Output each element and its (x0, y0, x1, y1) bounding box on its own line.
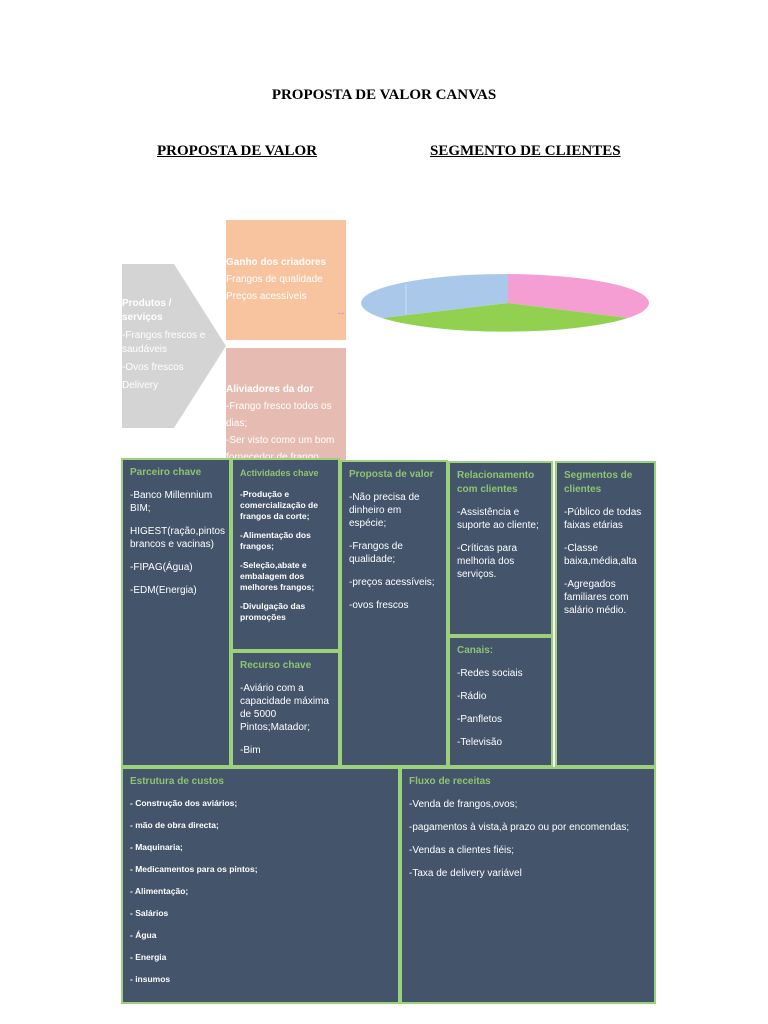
cost-structure-card: Estrutura de custos - Construção dos avi… (121, 767, 400, 1004)
customer-segments-card: Segmentos de clientes -Público de todas … (555, 461, 656, 767)
page-title: PROPOSTA DE VALOR CANVAS (271, 87, 497, 103)
pie-slice-blue (361, 273, 508, 318)
cost-structure-item: - Salários (130, 908, 169, 918)
customer-segments-item: -Classe baixa,média,alta (564, 543, 637, 567)
customer-segment-heading: SEGMENTO DE CLIENTES (430, 143, 621, 159)
revenue-streams-item: -pagamentos à vista,à prazo ou por encom… (409, 822, 630, 833)
customer-relationships-title: Relacionamento com clientes (457, 470, 535, 495)
value-proposition-title: Proposta de valor (349, 469, 434, 480)
key-resources-title: Recurso chave (240, 660, 312, 671)
products-services-block: Produtos / serviços -Frangos frescos e s… (122, 297, 212, 397)
channels-item: -Rádio (457, 691, 487, 702)
key-resources-item: -Bim (240, 745, 261, 756)
key-resources-card: Recurso chave -Aviário com a capacidade … (231, 651, 340, 767)
cost-structure-item: - Alimentação; (130, 886, 189, 896)
key-partners-item: -Banco Millennium BIM; (130, 490, 213, 514)
channels-item: -Redes sociais (457, 668, 523, 679)
channels-title: Canais: (457, 645, 494, 656)
key-activities-item: -Produção e comercialização de frangos d… (240, 489, 318, 521)
value-proposition-heading: PROPOSTA DE VALOR (157, 143, 318, 159)
cost-structure-item: - Água (130, 930, 157, 940)
key-partners-item: HIGEST(ração,pintos brancos e vacinas) (130, 526, 226, 550)
pain-relievers-title: Aliviadores da dor (226, 384, 314, 395)
revenue-streams-item: -Vendas a clientes fiéis; (409, 845, 515, 856)
revenue-streams-item: -Taxa de delivery variável (409, 868, 522, 879)
key-resources-item: -Aviário com a capacidade máxima de 5000… (240, 683, 329, 733)
cost-structure-title: Estrutura de custos (130, 776, 224, 787)
pie-slice-pink (508, 274, 649, 318)
customer-segments-item: -Agregados familiares com salário médio. (564, 579, 629, 616)
pain-relievers-box: Aliviadores da dor -Frango fresco todos … (226, 348, 346, 463)
key-activities-title: Actividades chave (240, 468, 319, 478)
products-item: Delivery (122, 380, 159, 391)
value-proposition-item: -Não precisa de dinheiro em espécie; (349, 492, 420, 529)
pie-slice-green (382, 303, 628, 332)
customer-segments-item: -Público de todas faixas etárias (564, 507, 642, 531)
customer-relationships-item: -Críticas para melhoria dos serviços. (457, 543, 518, 580)
key-partners-card: Parceiro chave -Banco Millennium BIM; HI… (121, 458, 231, 767)
revenue-streams-item: -Venda de frangos,ovos; (409, 799, 518, 810)
arrow-marker: ↔ (336, 307, 346, 318)
cost-structure-item: - mão de obra directa; (130, 820, 219, 830)
pain-relievers-item: -Ser visto como um bom fornecedor de fra… (226, 435, 335, 463)
revenue-streams-card: Fluxo de receitas -Venda de frangos,ovos… (400, 767, 656, 1004)
key-partners-item: -EDM(Energia) (130, 585, 197, 596)
customer-relationships-item: -Assistência e suporte ao cliente; (457, 507, 539, 531)
products-item: -Frangos frescos e saudáveis (122, 330, 206, 355)
gain-creators-box: Ganho dos criadores Frangos de qualidade… (226, 220, 346, 340)
gain-creators-item: Preços acessíveis (226, 291, 307, 302)
cost-structure-item: - insumos (130, 974, 171, 984)
customer-profile-pie (361, 273, 649, 332)
gain-creators-item: Frangos de qualidade (226, 274, 323, 285)
value-proposition-item: -preços acessíveis; (349, 577, 435, 588)
cost-structure-item: - Construção dos aviários; (130, 798, 238, 808)
value-proposition-card: Proposta de valor -Não precisa de dinhei… (340, 460, 448, 767)
key-partners-item: -FIPAG(Água) (130, 562, 193, 573)
key-activities-card: Actividades chave -Produção e comerciali… (231, 458, 340, 651)
channels-card: Canais: -Redes sociais -Rádio -Panfletos… (448, 636, 553, 767)
key-partners-title: Parceiro chave (130, 467, 202, 478)
value-proposition-item: -ovos frescos (349, 600, 409, 611)
gain-creators-title: Ganho dos criadores (226, 257, 327, 268)
cost-structure-item: - Maquinaria; (130, 842, 183, 852)
customer-relationships-card: Relacionamento com clientes -Assistência… (448, 461, 553, 636)
products-title: Produtos / serviços (122, 298, 172, 323)
key-activities-item: -Divulgação das promoções (240, 601, 306, 622)
cost-structure-item: - Medicamentos para os pintos; (130, 864, 258, 874)
pain-relievers-item: -Frango fresco todos os dias; (226, 401, 332, 429)
value-proposition-item: -Frangos de qualidade; (349, 541, 403, 565)
channels-item: -Televisão (457, 737, 503, 748)
cost-structure-item: - Energia (130, 952, 167, 962)
products-item: -Ovos frescos (122, 362, 184, 373)
key-activities-item: -Alimentação dos frangos; (240, 530, 311, 551)
customer-segments-title: Segmentos de clientes (564, 470, 633, 495)
key-activities-item: -Seleção,abate e embalagem dos melhores … (240, 560, 315, 592)
channels-item: -Panfletos (457, 714, 503, 725)
revenue-streams-title: Fluxo de receitas (409, 776, 491, 787)
